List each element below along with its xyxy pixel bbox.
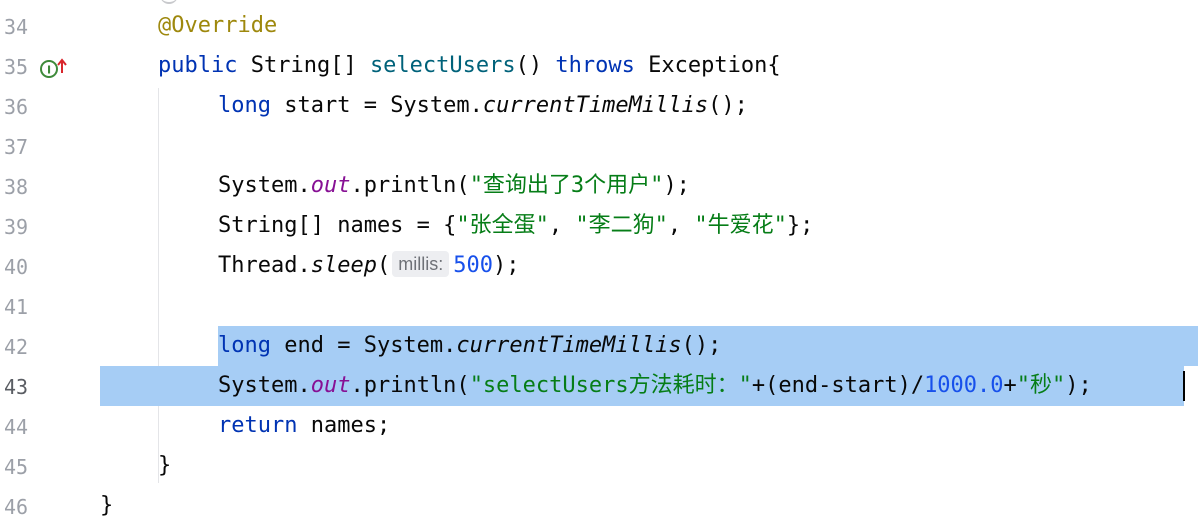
method-signature: public String[] selectUsers() throws Exc… [158,46,781,86]
folded-fragment [160,0,178,4]
code-line-36[interactable]: long start = System.currentTimeMillis(); [100,86,1198,126]
code-line-40[interactable]: Thread.sleep(millis:500); [100,246,1198,286]
method-call: .println( [350,173,470,198]
statement: long end = System.currentTimeMillis(); [218,326,721,366]
declaration: String[] names = { [218,213,457,238]
parameter-hint: millis: [392,251,450,277]
implements-method-icon[interactable]: I [40,57,70,79]
statement-end: ); [492,253,520,278]
operator: + [1003,373,1017,398]
code-line-46[interactable]: } [100,486,1198,517]
statement-end: ); [1065,373,1092,398]
static-call: currentTimeMillis [482,93,709,118]
line-number: 42 [4,335,29,359]
declaration: end = System. [270,333,457,358]
code-line-34[interactable]: @Override [100,6,1198,46]
code-line-39[interactable]: String[] names = {"张全蛋", "李二狗", "牛爱花"}; [100,206,1198,246]
string-literal: "查询出了3个用户" [469,173,664,198]
line-number: 44 [4,415,29,439]
statement: return names; [218,406,390,446]
line-number: 35 [4,55,29,79]
class-ref: Thread. [218,253,311,278]
code-line-41[interactable] [100,286,1198,326]
number-literal: 500 [453,253,493,278]
code-line-43[interactable]: System.out.println("selectUsers方法耗时："+(e… [100,366,1198,406]
number-literal: 1000.0 [924,373,1004,398]
text-caret [1183,371,1185,401]
static-call: currentTimeMillis [456,333,682,358]
code-line-45[interactable]: } [100,446,1198,486]
indent-guide [158,88,159,483]
closing-brace: } [158,453,172,478]
selection-highlight-line-43 [100,366,1184,406]
declaration: start = System. [270,93,483,118]
code-line-38[interactable]: System.out.println("查询出了3个用户"); [100,166,1198,206]
statement-end: }; [786,213,814,238]
keyword-public: public [158,53,238,78]
annotation-override: @Override [158,13,278,38]
return-type: String[] [237,53,370,78]
selection-highlight-line-42 [218,326,1198,366]
method-params: () [515,53,556,78]
statement: Thread.sleep(millis:500); [218,246,519,286]
separator: , [667,213,695,238]
line-number: 37 [4,135,29,159]
line-number: 41 [4,295,29,319]
separator: , [548,213,576,238]
string-literal: "李二狗" [575,213,668,238]
keyword-long: long [218,93,271,118]
closing-brace: } [100,493,114,517]
string-literal: "秒" [1016,373,1066,398]
string-literal: "张全蛋" [456,213,549,238]
line-number: 40 [4,255,29,279]
keyword-throws: throws [555,53,635,78]
string-literal: "selectUsers方法耗时：" [469,373,752,398]
line-number: 45 [4,455,29,479]
statement: String[] names = {"张全蛋", "李二狗", "牛爱花"}; [218,206,813,246]
line-number: 39 [4,215,29,239]
statement-end: (); [708,93,748,118]
method-call: .println( [350,373,470,398]
svg-text:I: I [47,64,51,77]
statement: long start = System.currentTimeMillis(); [218,86,748,126]
method-name: selectUsers [369,53,516,78]
line-number: 46 [4,495,29,517]
line-number: 36 [4,95,29,119]
code-line-44[interactable]: return names; [100,406,1198,446]
class-ref: System. [218,173,311,198]
static-call: sleep [310,253,377,278]
statement-end: (); [681,333,722,358]
keyword-long: long [218,333,271,358]
string-literal: "牛爱花" [694,213,787,238]
return-value: names; [297,413,391,438]
statement: System.out.println("selectUsers方法耗时："+(e… [218,366,1092,406]
expression: +(end-start)/ [751,373,925,398]
keyword-return: return [218,413,298,438]
field-out: out [310,173,351,198]
paren-open: ( [376,253,391,278]
class-ref: System. [218,373,311,398]
field-out: out [310,373,351,398]
code-line-35[interactable]: public String[] selectUsers() throws Exc… [100,46,1198,86]
line-number: 38 [4,175,29,199]
code-line-37[interactable] [100,126,1198,166]
code-line-42[interactable]: long end = System.currentTimeMillis(); [100,326,1198,366]
line-number-current: 43 [4,375,29,399]
line-number: 34 [4,15,29,39]
statement-end: ); [663,173,690,198]
statement: System.out.println("查询出了3个用户"); [218,166,690,206]
exception-type: Exception{ [634,53,781,78]
